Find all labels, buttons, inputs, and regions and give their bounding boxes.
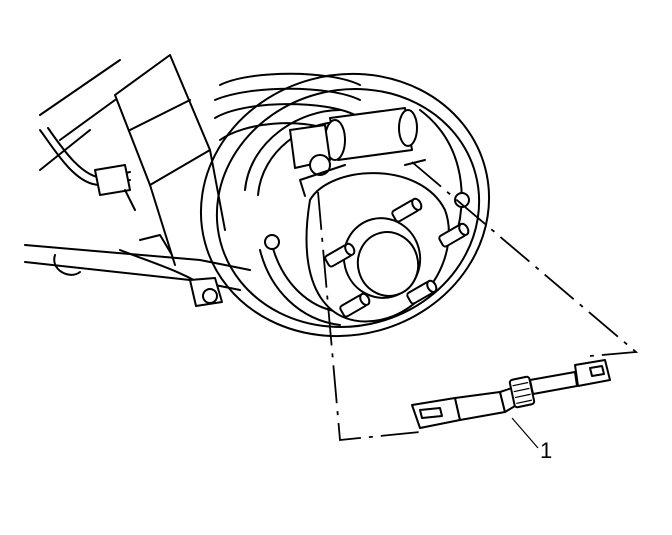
wheel-studs	[324, 197, 470, 318]
backing-plate	[199, 72, 491, 338]
adjuster-location-bracket	[299, 159, 426, 197]
hub-center	[342, 217, 422, 299]
callout-1-label: 1	[540, 438, 552, 463]
brake-shoes	[244, 109, 463, 326]
callout-1: 1	[511, 417, 552, 463]
plate-bolts	[202, 192, 470, 304]
wheel-cylinder	[324, 107, 418, 161]
wiring-harness	[39, 127, 136, 211]
return-spring	[289, 124, 331, 176]
adjuster-assembly	[411, 359, 611, 429]
projection-lines	[317, 161, 639, 441]
shock-absorber	[114, 54, 226, 266]
